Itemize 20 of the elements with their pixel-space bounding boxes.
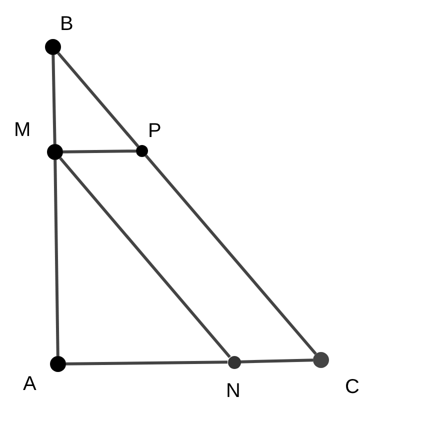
line-segment [54, 160, 60, 356]
point-label: N [226, 381, 240, 401]
line-segment [62, 150, 136, 154]
line-segment [57, 52, 140, 148]
point-label: M [14, 120, 31, 140]
point-label: A [23, 374, 36, 394]
line-segment [66, 360, 228, 366]
line-segment [240, 358, 314, 364]
point-dot [313, 352, 329, 368]
point-label: B [60, 14, 74, 34]
point-dot [136, 145, 148, 157]
point-label: P [148, 121, 162, 141]
point-dot [50, 356, 66, 372]
line-segment [59, 157, 231, 358]
line-segment [52, 54, 56, 144]
point-dot [228, 356, 240, 368]
line-segment [144, 154, 317, 355]
point-dot [47, 144, 63, 160]
point-label: C [345, 377, 360, 397]
point-dot [45, 39, 61, 55]
